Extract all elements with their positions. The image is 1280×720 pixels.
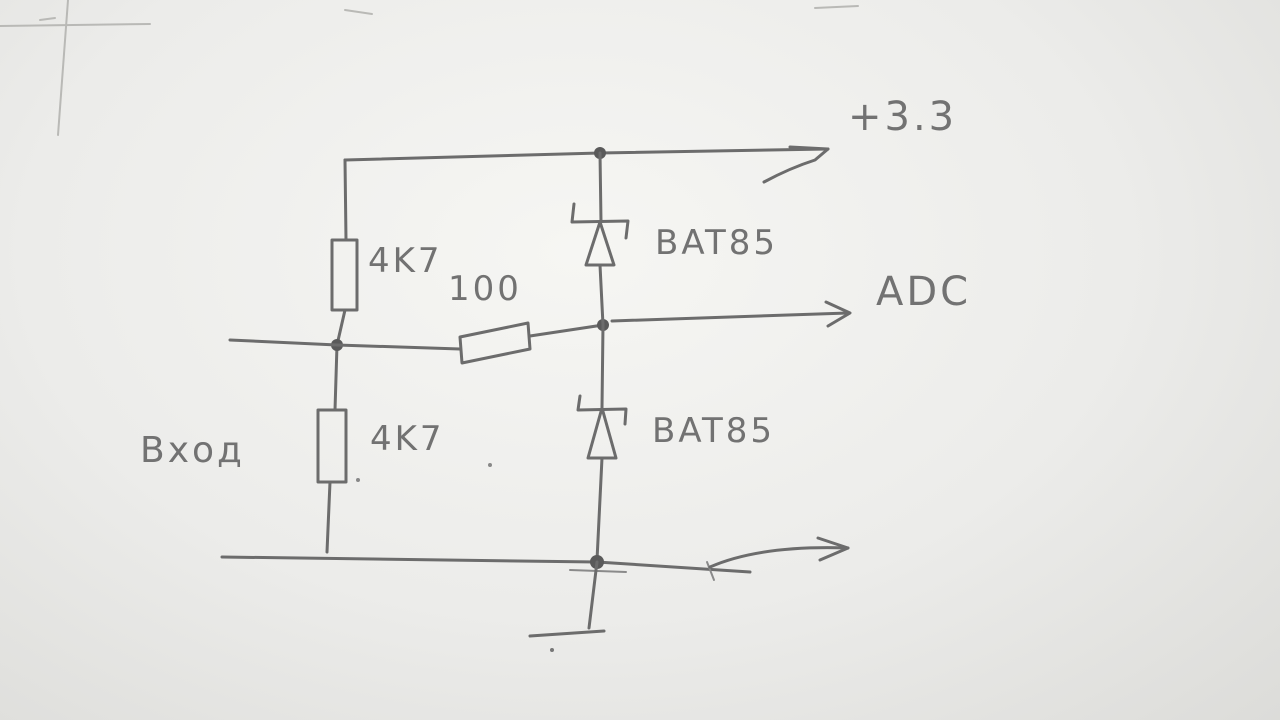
pencil-dot-3 <box>356 478 360 482</box>
right-branch-wire-2 <box>598 263 605 327</box>
resistor-bottom-icon <box>316 408 348 484</box>
resistor-top-icon <box>330 238 359 312</box>
ground-icon <box>528 629 606 638</box>
ground-rail-wire <box>220 555 752 574</box>
left-branch-wire-bottom <box>325 480 332 554</box>
diode-top-label: BAT85 <box>655 223 778 263</box>
supply-voltage-label: +3.3 <box>848 94 957 140</box>
ground-rail-tick <box>569 569 627 573</box>
left-branch-wire-top <box>343 158 348 242</box>
ground-output-arrow-icon <box>708 546 850 569</box>
series-resistor-label: 100 <box>448 269 522 309</box>
series-wire-left <box>335 343 462 351</box>
series-resistor-icon <box>458 321 532 365</box>
resistor-bottom-label: 4K7 <box>370 419 445 459</box>
right-branch-wire-1 <box>598 151 603 224</box>
left-branch-wire-mid <box>333 308 347 412</box>
resistor-top-label: 4K7 <box>368 241 443 281</box>
input-label: Вход <box>140 430 245 471</box>
right-branch-wire-3 <box>600 323 605 410</box>
ground-output-arrowhead <box>816 536 850 562</box>
right-branch-wire-4 <box>595 456 604 562</box>
adc-arrow-icon <box>824 300 852 328</box>
adc-output-wire <box>610 311 850 323</box>
paper-marks <box>0 0 859 136</box>
series-wire-right <box>528 323 605 338</box>
input-wire <box>228 338 339 347</box>
pencil-dot <box>550 648 554 652</box>
ground-rail-mark <box>706 561 715 581</box>
supply-rail-arrow-icon <box>762 145 830 184</box>
supply-rail-wire <box>343 147 830 162</box>
pencil-dot-2 <box>488 463 492 467</box>
diode-bottom-label: BAT85 <box>652 411 775 451</box>
adc-label: ADC <box>876 269 971 315</box>
ground-stem-wire <box>587 560 599 630</box>
